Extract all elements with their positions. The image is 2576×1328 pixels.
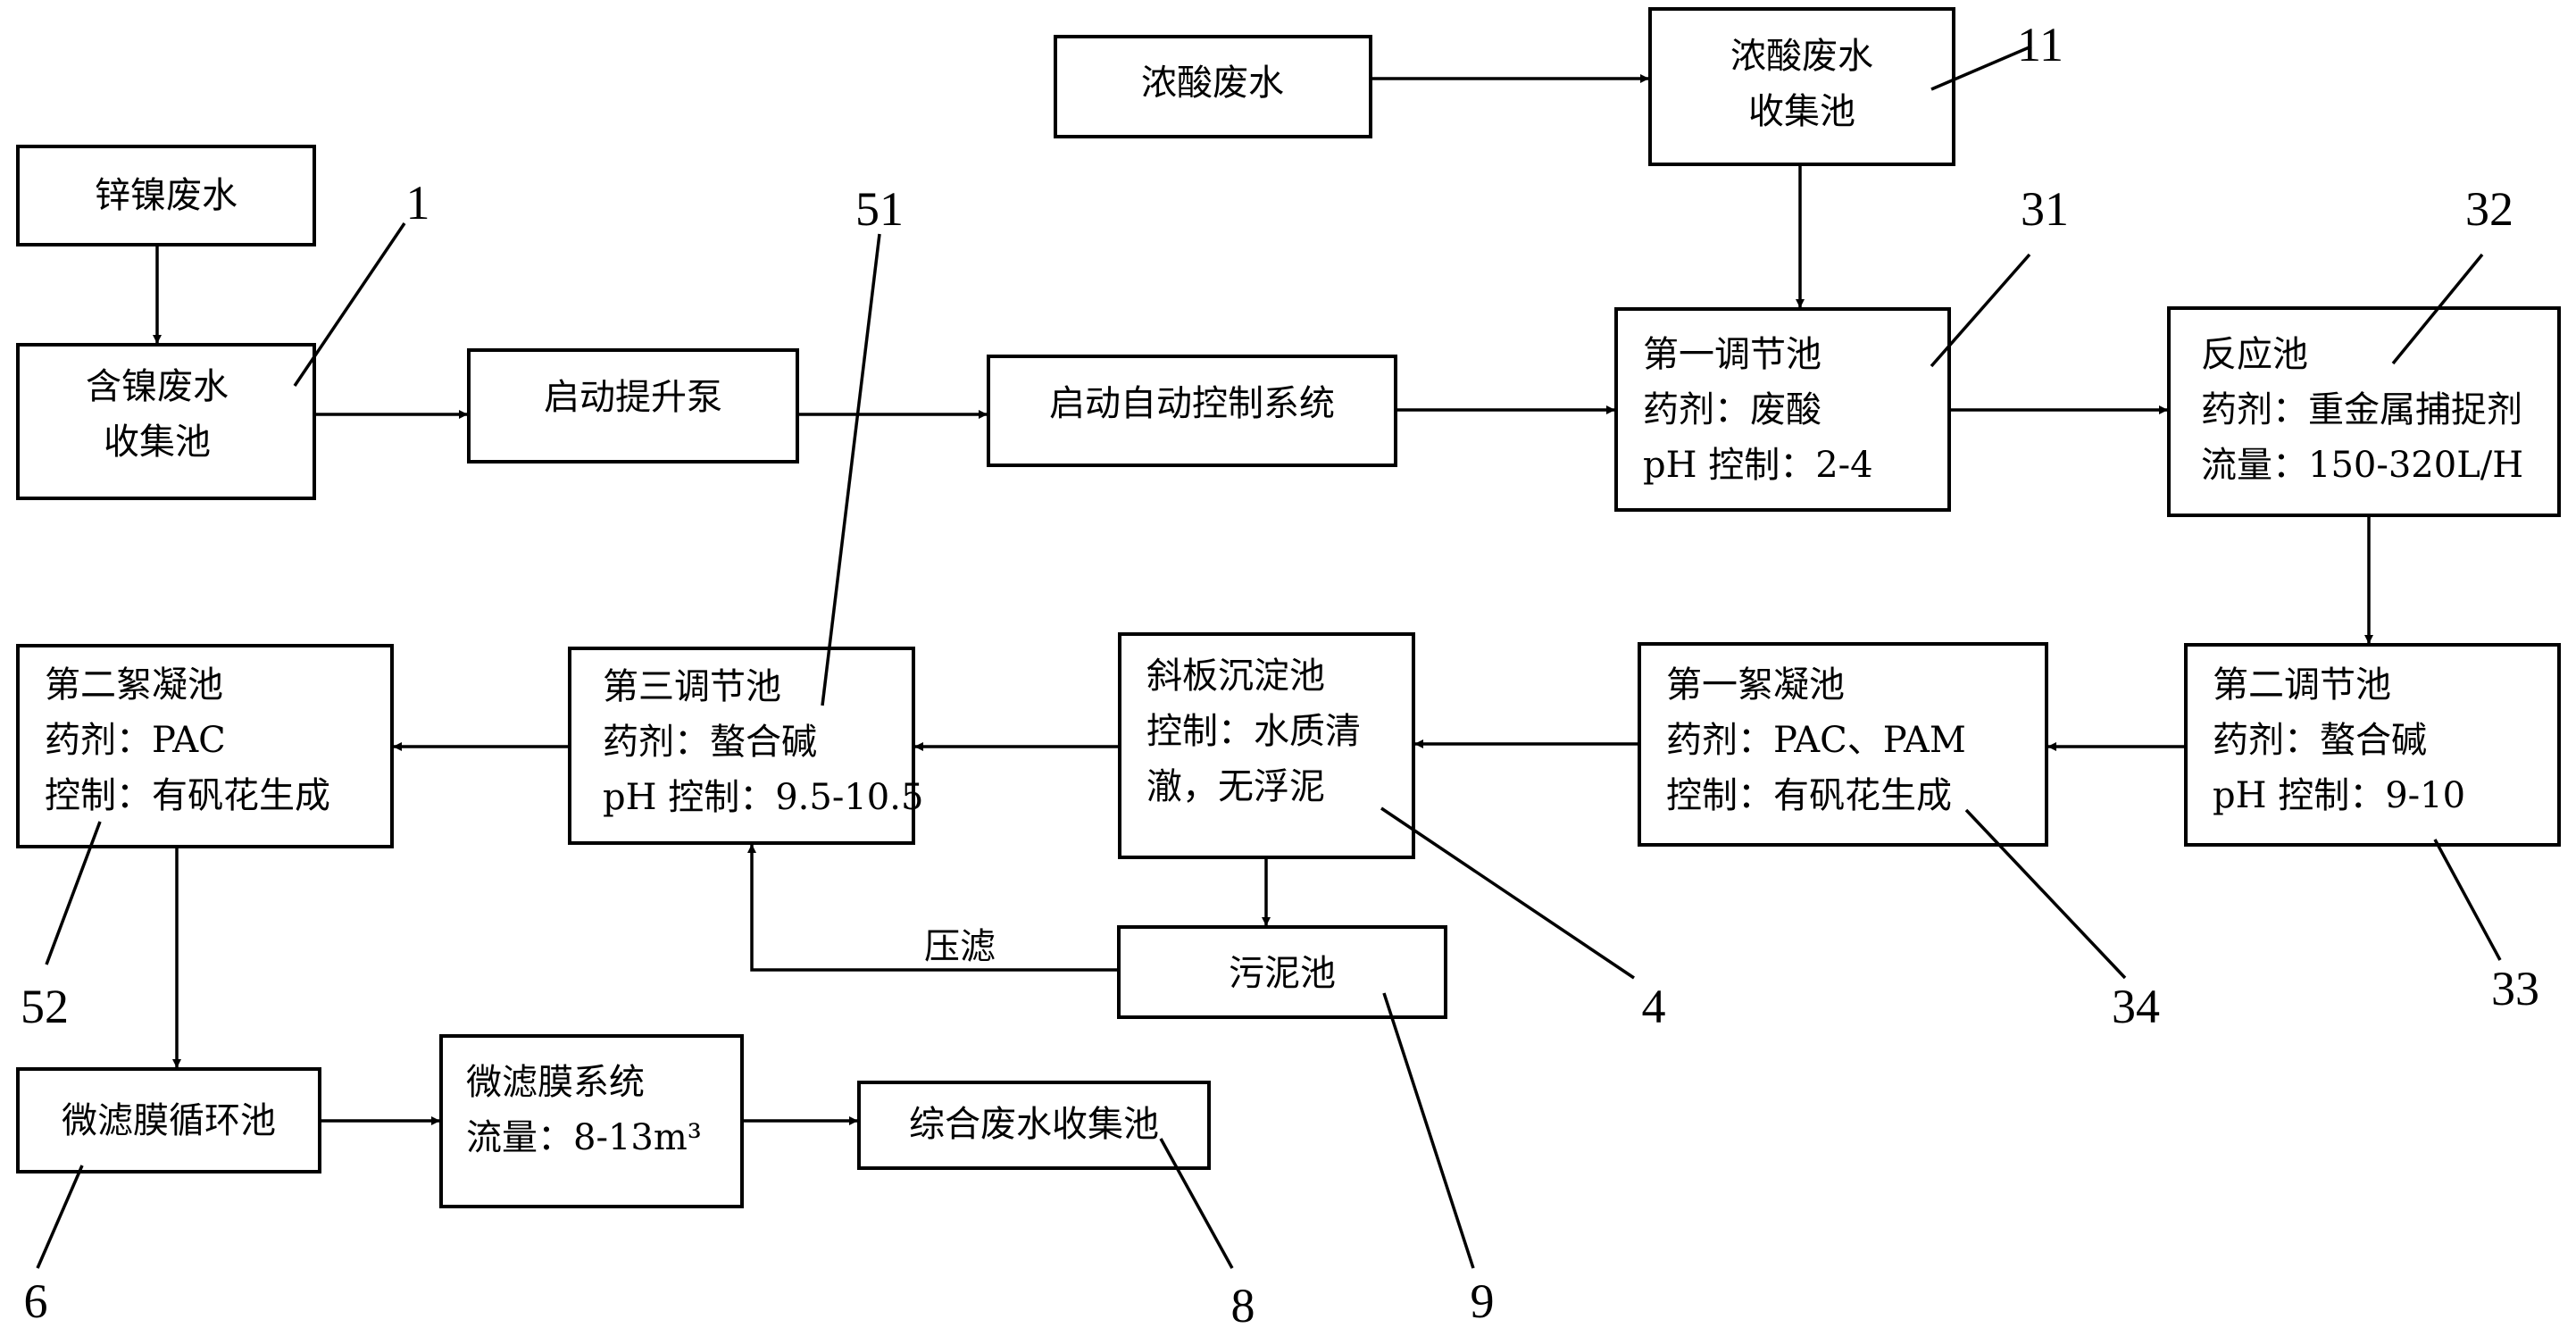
box-text-line: 控制：有矾花生成 <box>1666 775 1952 816</box>
ref-numeral-9: 9 <box>1471 1274 1495 1328</box>
first-adjust-pool-text: 第一调节池药剂：废酸 pH 控制：2-4 <box>1643 334 1873 486</box>
ref-numeral-33: 33 <box>2491 962 2539 1015</box>
first-adjust-pool-box <box>1614 307 1951 512</box>
box-text-line: 斜板沉淀池 <box>1146 656 1325 697</box>
nickel-collection-pool-box <box>16 343 316 500</box>
nickel-collection-pool-text: 含镍废水收集池 <box>86 366 229 463</box>
box-text-line: 药剂：PAC、PAM <box>1666 720 1966 761</box>
third-adjust-pool-text: 第三调节池药剂：螯合碱 pH 控制：9.5-10.5 <box>603 666 923 818</box>
box-text-line: 反应池 <box>2201 334 2308 375</box>
ref-numeral-11: 11 <box>2017 18 2063 71</box>
leader-line-51 <box>821 233 881 706</box>
box-text-line: 收集池 <box>104 422 211 463</box>
leader-line-34 <box>1964 808 2127 980</box>
leader-line-52 <box>45 821 102 965</box>
ref-numeral-31: 31 <box>2021 182 2069 236</box>
box-text-line: 药剂：PAC <box>45 720 226 761</box>
start-lift-pump-box <box>467 348 799 464</box>
leader-line-11 <box>1930 45 2032 91</box>
combined-wastewater-pool-text: 综合废水收集池 <box>909 1104 1159 1145</box>
leader-line-6 <box>36 1165 84 1269</box>
ref-numeral-32: 32 <box>2465 182 2513 236</box>
box-text-line: 综合废水收集池 <box>909 1104 1159 1145</box>
microfilter-circulation-pool-text: 微滤膜循环池 <box>62 1100 276 1141</box>
filter-press-label: 压滤 <box>924 926 996 967</box>
box-text-line: 收集池 <box>1748 91 1855 132</box>
leader-line-1 <box>293 222 406 387</box>
sludge-pool-box <box>1117 925 1447 1019</box>
ref-numeral-6: 6 <box>24 1274 48 1328</box>
box-text-line: 微滤膜系统 <box>466 1062 645 1103</box>
box-text-line: 污泥池 <box>1229 953 1336 994</box>
box-text-line: pH 控制：9.5-10.5 <box>603 777 923 818</box>
box-text-line: pH 控制：9-10 <box>2213 775 2465 816</box>
reaction-pool-text: 反应池药剂：重金属捕捉剂流量：150-320L/H <box>2201 334 2523 486</box>
box-text-line: 第二调节池 <box>2213 664 2391 706</box>
zinc-nickel-wastewater-text: 锌镍废水 <box>95 175 238 216</box>
combined-wastewater-pool-box <box>857 1081 1211 1170</box>
third-adjust-pool-box <box>568 647 915 845</box>
start-lift-pump-text: 启动提升泵 <box>544 377 722 418</box>
box-text-line: 启动自动控制系统 <box>1049 383 1335 424</box>
box-text-line: 药剂：重金属捕捉剂 <box>2201 389 2522 430</box>
start-auto-control-text: 启动自动控制系统 <box>1049 383 1335 424</box>
ref-numeral-34: 34 <box>2112 980 2160 1033</box>
box-text-line: 药剂：螯合碱 <box>2213 720 2427 761</box>
ref-numeral-52: 52 <box>21 980 69 1033</box>
microfilter-circulation-pool-box <box>16 1067 321 1173</box>
ref-numeral-51: 51 <box>855 182 904 236</box>
box-text-line: 第三调节池 <box>603 666 781 707</box>
zinc-nickel-wastewater-box <box>16 145 316 246</box>
acid-wastewater-text: 浓酸废水 <box>1141 63 1284 104</box>
leader-line-33 <box>2433 839 2502 961</box>
first-flocculation-pool-text: 第一絮凝池药剂：PAC、PAM 控制：有矾花生成 <box>1666 664 1966 816</box>
acid-collection-pool-text: 浓酸废水收集池 <box>1730 36 1873 132</box>
start-auto-control-box <box>987 355 1397 467</box>
ref-numeral-1: 1 <box>406 176 430 230</box>
second-flocculation-pool-box <box>16 644 394 848</box>
leader-line-31 <box>1930 253 2031 368</box>
microfilter-system-text: 微滤膜系统流量：8-13m³ <box>466 1062 702 1158</box>
box-text-line: 浓酸废水 <box>1141 63 1284 104</box>
acid-wastewater-box <box>1054 35 1372 138</box>
box-text-line: 浓酸废水 <box>1730 36 1873 77</box>
box-text-line: 控制：水质清 <box>1146 711 1361 752</box>
box-text-line: 流量：8-13m³ <box>466 1117 702 1158</box>
sludge-pool-text: 污泥池 <box>1229 953 1336 994</box>
box-text-line: 流量：150-320L/H <box>2201 445 2523 486</box>
ref-numeral-4: 4 <box>1642 980 1666 1033</box>
box-text-line: 控制：有矾花生成 <box>45 775 330 816</box>
box-text-line: 第一调节池 <box>1643 334 1822 375</box>
second-adjust-pool-text: 第二调节池药剂：螯合碱 pH 控制：9-10 <box>2213 664 2465 816</box>
flow-arrow-sludge-return-filter-press <box>747 844 1119 972</box>
leader-line-4 <box>1380 806 1635 980</box>
second-flocculation-pool-text: 第二絮凝池药剂：PAC 控制：有矾花生成 <box>45 664 330 816</box>
inclined-plate-settler-box <box>1118 632 1415 859</box>
box-text-line: 启动提升泵 <box>544 377 722 418</box>
box-text-line: 第一絮凝池 <box>1666 664 1845 706</box>
leader-line-32 <box>2391 253 2484 365</box>
inclined-plate-settler-text: 斜板沉淀池控制：水质清澈，无浮泥 <box>1146 656 1361 807</box>
leader-line-9 <box>1382 992 1475 1269</box>
box-text-line: 药剂：螯合碱 <box>603 722 817 763</box>
acid-collection-pool-box <box>1648 7 1955 166</box>
box-text-line: 微滤膜循环池 <box>62 1100 276 1141</box>
box-text-line: 含镍废水 <box>86 366 229 407</box>
box-text-line: 药剂：废酸 <box>1643 389 1822 430</box>
ref-numeral-8: 8 <box>1231 1279 1255 1328</box>
box-text-line: 澈，无浮泥 <box>1146 766 1325 807</box>
leader-line-8 <box>1159 1138 1234 1269</box>
box-text-line: pH 控制：2-4 <box>1643 445 1873 486</box>
second-adjust-pool-box <box>2184 643 2561 847</box>
reaction-pool-box <box>2167 306 2561 517</box>
box-text-line: 锌镍废水 <box>95 175 238 216</box>
box-text-line: 第二絮凝池 <box>45 664 223 706</box>
